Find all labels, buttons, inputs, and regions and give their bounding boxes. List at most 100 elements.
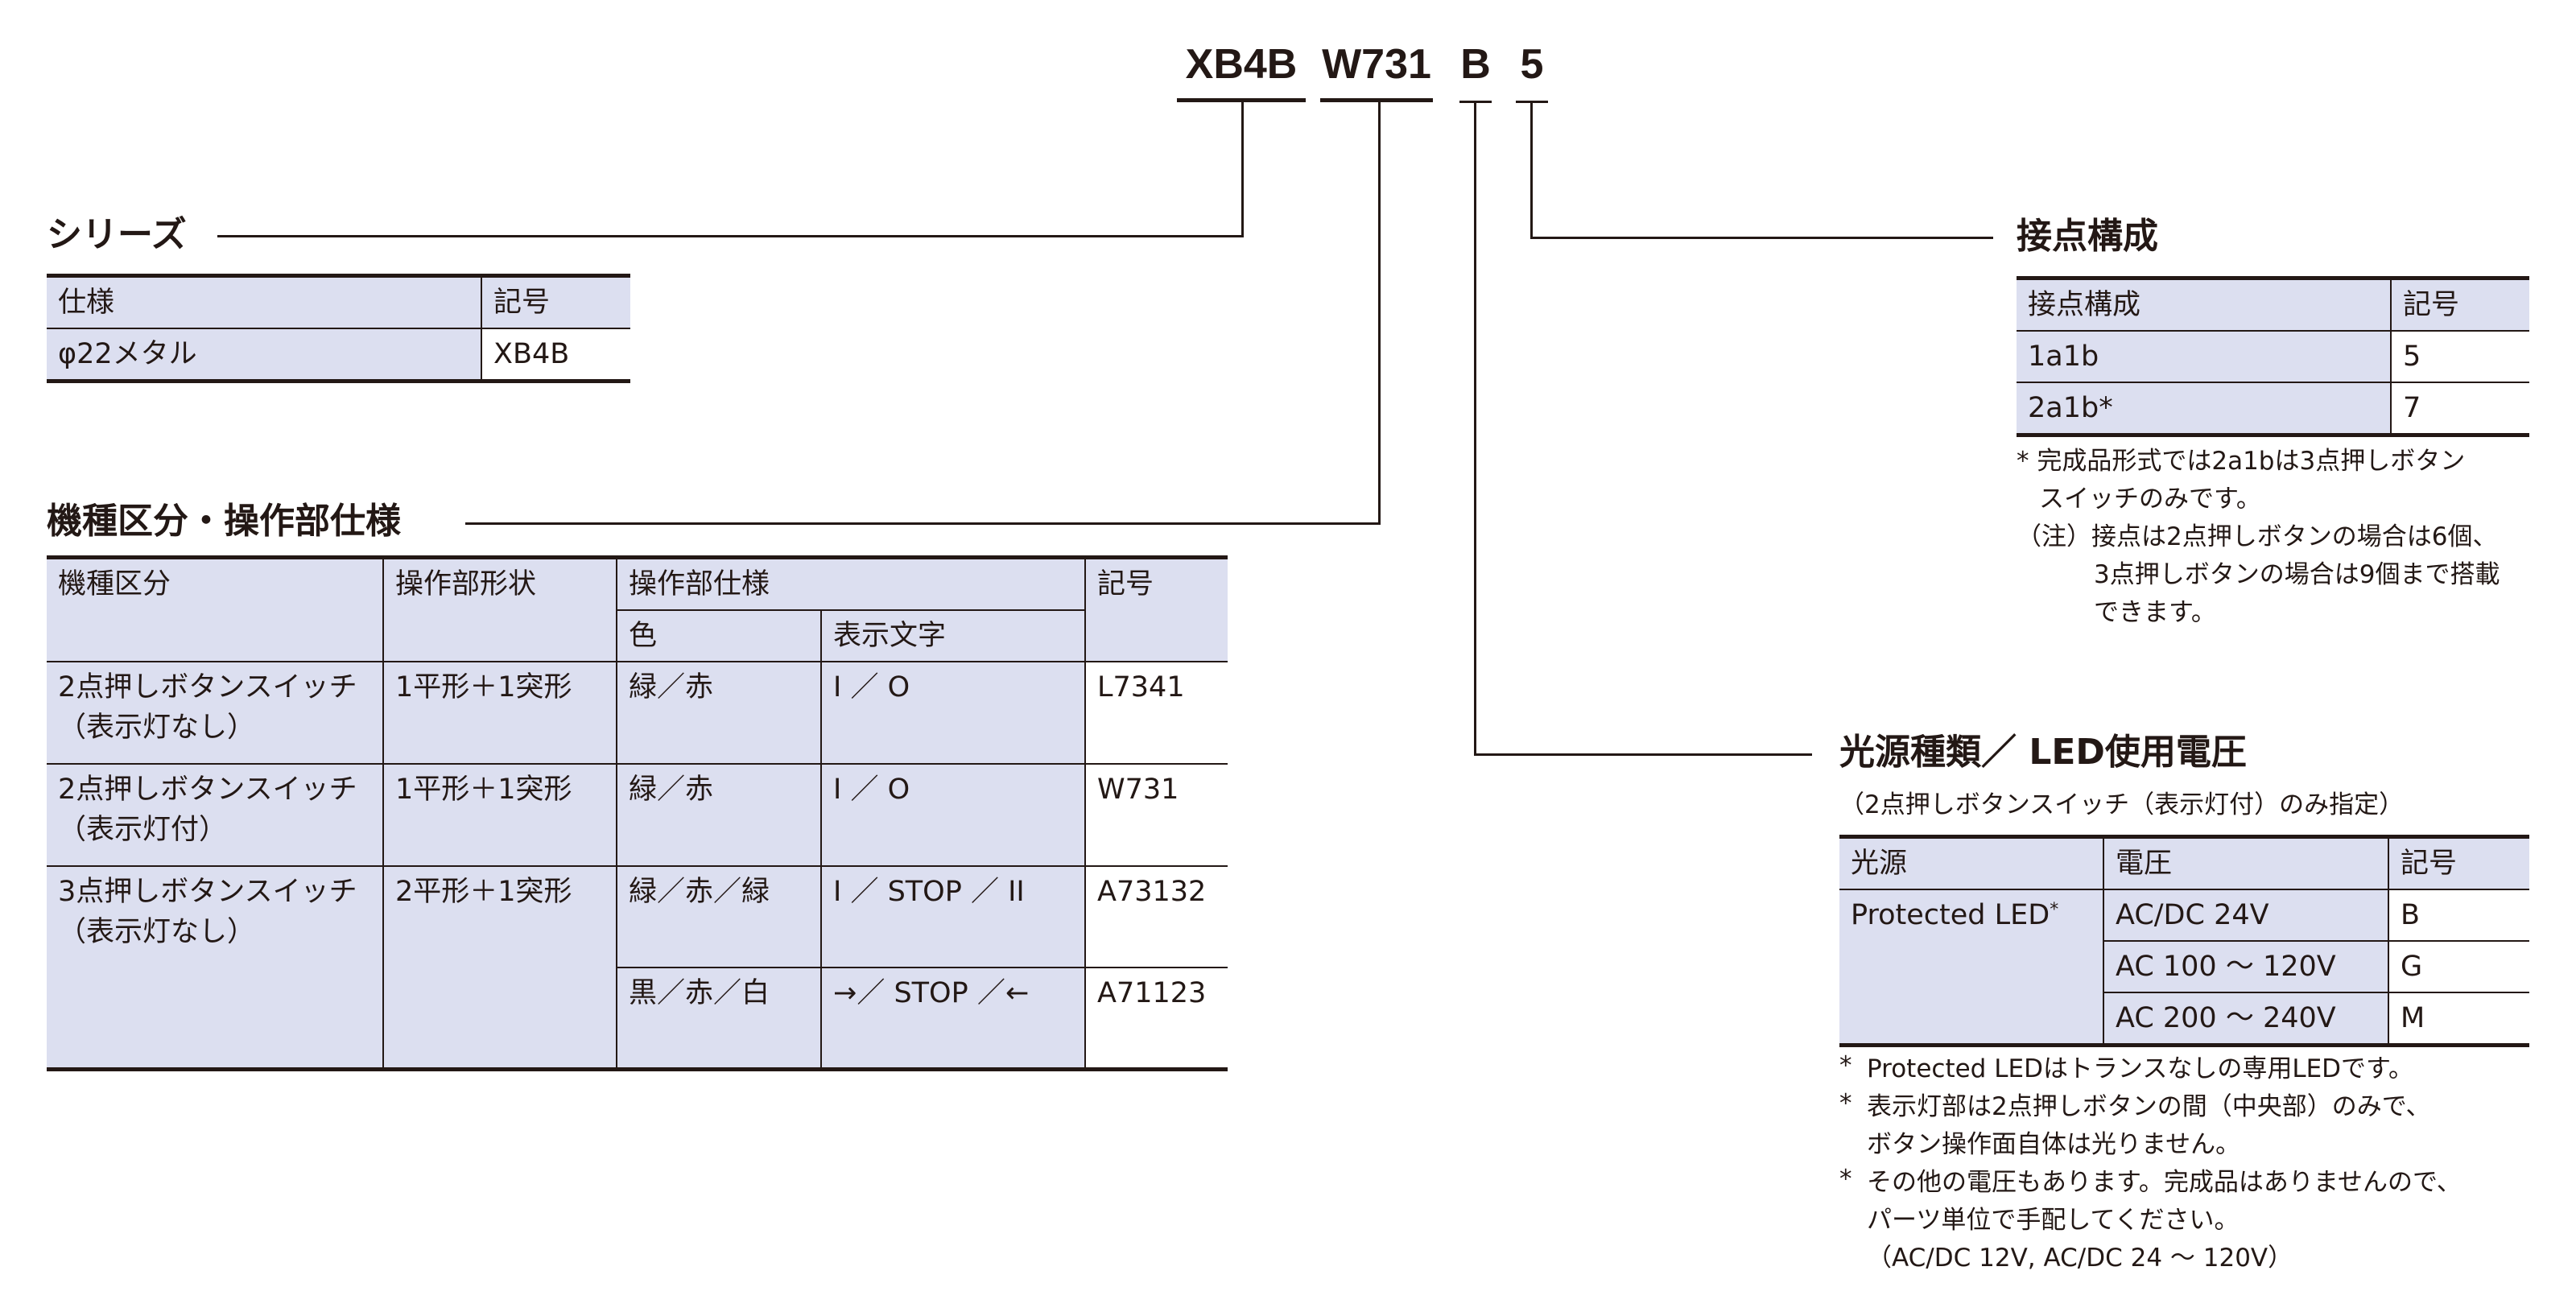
- asterisk-mark: *: [2050, 900, 2059, 920]
- note-line: * 完成品形式では2a1bは3点押しボタン: [2017, 447, 2466, 476]
- header-text: 表示文字: [819, 609, 1086, 662]
- header-source: 光源: [1839, 835, 2104, 890]
- table-row: AC 100 ～ 120V G: [1839, 940, 2529, 993]
- leader-operator-h: [465, 522, 1381, 525]
- code-operator: W731: [1322, 41, 1431, 88]
- cell-contact: 1a1b: [2017, 330, 2392, 383]
- leader-operator-v: [1378, 101, 1381, 525]
- asterisk-mark: *: [1839, 1051, 1852, 1080]
- cell-color: 緑／赤: [616, 661, 822, 765]
- cell-text: I ／ STOP ／ II: [819, 865, 1087, 968]
- light-subtitle: （2点押しボタンスイッチ（表示灯付）のみ指定）: [1839, 790, 2405, 819]
- table-row: φ22メタル XB4B: [47, 328, 630, 382]
- cell-symbol: XB4B: [481, 328, 630, 382]
- code-operator-underline: [1320, 98, 1433, 102]
- series-table: 仕様 記号 φ22メタル XB4B: [47, 274, 630, 383]
- cell-symbol: M: [2388, 992, 2529, 1046]
- header-symbol: 記号: [2388, 835, 2529, 890]
- contact-title: 接点構成: [2017, 216, 2158, 257]
- header-spec: 操作部仕様: [615, 556, 1087, 611]
- table-header-row: 光源 電圧 記号: [1839, 835, 2529, 890]
- header-symbol: 記号: [2390, 277, 2529, 332]
- asterisk-mark: *: [1839, 1165, 1852, 1194]
- table-row: AC 200 ～ 240V M: [1839, 992, 2529, 1046]
- table-row: 2点押しボタンスイッチ（表示灯付） 1平形＋1突形 緑／赤 I ／ O W731: [47, 763, 1228, 867]
- header-color: 色: [617, 609, 822, 662]
- note-line: ボタン操作面自体は光りません。: [1867, 1130, 2241, 1159]
- note-line: *その他の電圧もあります。完成品はありませんので、: [1839, 1164, 2462, 1202]
- code-series-underline: [1177, 98, 1306, 102]
- note-line: （AC/DC 12V, AC/DC 24 ～ 120V）: [1867, 1244, 2293, 1273]
- note-line: *Protected LEDはトランスなしの専用LEDです。: [1839, 1050, 2462, 1088]
- header-contact: 接点構成: [2017, 277, 2392, 332]
- header-voltage: 電圧: [2103, 835, 2389, 890]
- note-line: *表示灯部は2点押しボタンの間（中央部）のみで、: [1839, 1088, 2462, 1126]
- operator-title: 機種区分・操作部仕様: [47, 501, 401, 542]
- light-title: 光源種類／ LED使用電圧: [1839, 732, 2247, 773]
- cell-shape: 1平形＋1突形: [382, 763, 617, 867]
- note-line: パーツ単位で手配してください。: [1867, 1206, 2240, 1235]
- table-header-row: 接点構成 記号: [2017, 277, 2529, 332]
- cell-symbol: A71123: [1084, 967, 1228, 1070]
- cell-text: I ／ O: [819, 661, 1087, 765]
- contact-table: 接点構成 記号 1a1b 5 2a1b* 7: [2017, 276, 2529, 437]
- operator-table: 機種区分 操作部形状 操作部仕様 記号 色 表示文字 2点押しボタンスイッチ（表…: [47, 555, 1228, 1071]
- cell-voltage: AC 200 ～ 240V: [2103, 992, 2389, 1046]
- cell-color: 黒／赤／白: [617, 967, 822, 1070]
- cell-symbol: 5: [2390, 330, 2529, 383]
- cell-symbol: 7: [2390, 382, 2529, 436]
- table-row: 3点押しボタンスイッチ（表示灯なし） 2平形＋1突形 緑／赤／緑 I ／ STO…: [47, 865, 1228, 1070]
- cell-spec: φ22メタル: [47, 328, 482, 382]
- cell-type: 2点押しボタンスイッチ（表示灯なし）: [47, 661, 384, 765]
- cell-text: →／ STOP ／←: [819, 967, 1087, 1070]
- series-title: シリーズ: [47, 214, 187, 255]
- note-line: スイッチのみです。: [2039, 485, 2261, 514]
- note-line: （注）接点は2点押しボタンの場合は6個、: [2017, 522, 2498, 551]
- cell-color: 緑／赤: [616, 763, 822, 867]
- cell-voltage: AC/DC 24V: [2103, 889, 2389, 942]
- leader-series-h: [217, 235, 1244, 237]
- table-row: 1a1b 5: [2017, 330, 2529, 383]
- light-notes: *Protected LEDはトランスなしの専用LEDです。 *表示灯部は2点押…: [1839, 1050, 2462, 1277]
- cell-shape: 1平形＋1突形: [382, 661, 617, 765]
- header-spec: 仕様: [47, 274, 482, 329]
- code-contact-underline: [1516, 101, 1548, 103]
- code-light: B: [1460, 41, 1491, 88]
- leader-contact-h: [1530, 237, 1993, 239]
- leader-series-v: [1241, 101, 1244, 237]
- table-header-row: 仕様 記号: [47, 274, 630, 329]
- code-series: XB4B: [1185, 41, 1298, 88]
- cell-symbol: B: [2388, 889, 2529, 942]
- note-line: 3点押しボタンの場合は9個まで搭載: [2094, 560, 2500, 589]
- table-row: 黒／赤／白 →／ STOP ／← A71123: [47, 967, 1228, 1070]
- cell-symbol: G: [2388, 940, 2529, 993]
- table-row: 2点押しボタンスイッチ（表示灯なし） 1平形＋1突形 緑／赤 I ／ O L73…: [47, 661, 1228, 765]
- cell-contact: 2a1b*: [2017, 382, 2392, 436]
- cell-text: I ／ O: [819, 763, 1087, 867]
- table-row: 2a1b* 7: [2017, 382, 2529, 436]
- cell-symbol: W731: [1084, 763, 1228, 867]
- leader-light-h: [1474, 753, 1812, 756]
- table-header-row: 色 表示文字: [47, 609, 1228, 662]
- cell-symbol: A73132: [1084, 865, 1228, 968]
- code-light-underline: [1459, 101, 1492, 103]
- note-line: できます。: [2094, 598, 2216, 627]
- header-type: 機種区分: [47, 556, 384, 662]
- contact-notes: * 完成品形式では2a1bは3点押しボタン スイッチのみです。 （注）接点は2点…: [2017, 443, 2500, 632]
- cell-symbol: L7341: [1084, 661, 1228, 765]
- cell-type: 3点押しボタンスイッチ（表示灯なし）: [47, 865, 384, 1070]
- header-symbol: 記号: [481, 274, 630, 329]
- cell-type: 2点押しボタンスイッチ（表示灯付）: [47, 763, 384, 867]
- leader-light-v: [1474, 102, 1476, 756]
- code-contact: 5: [1520, 41, 1544, 88]
- leader-contact-v: [1530, 102, 1533, 239]
- header-symbol: 記号: [1084, 556, 1228, 662]
- cell-color: 緑／赤／緑: [616, 865, 822, 968]
- table-row: Protected LED* AC/DC 24V B: [1839, 889, 2529, 1046]
- light-table: 光源 電圧 記号 Protected LED* AC/DC 24V B AC 1…: [1839, 835, 2529, 1047]
- table-header-row: 機種区分 操作部形状 操作部仕様 記号: [47, 556, 1228, 662]
- cell-shape: 2平形＋1突形: [382, 865, 617, 1070]
- asterisk-mark: *: [1839, 1089, 1852, 1118]
- cell-source: Protected LED*: [1839, 889, 2104, 1046]
- header-shape: 操作部形状: [382, 556, 617, 662]
